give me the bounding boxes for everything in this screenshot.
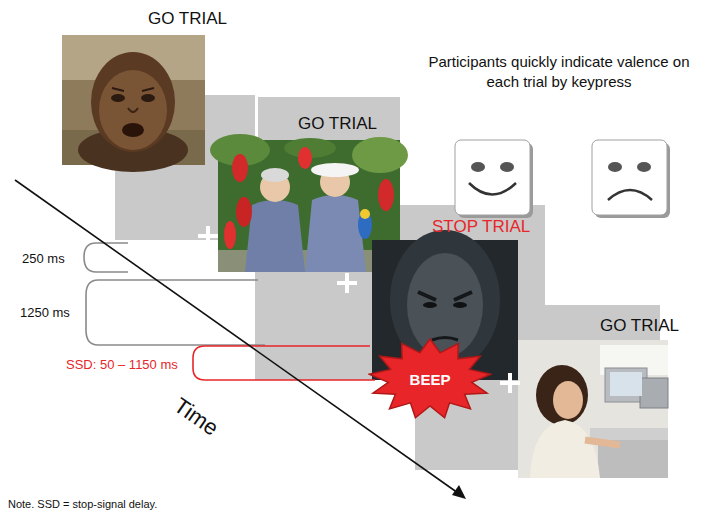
stop-signal-burst: BEEP — [368, 338, 492, 420]
trial-heading: STOP TRIAL — [432, 217, 530, 237]
photo-crying-child — [62, 35, 205, 172]
timing-label: SSD: 50 – 1150 ms — [66, 356, 178, 374]
trial-panel: GO TRIAL — [218, 140, 400, 272]
fixation-crosses — [198, 226, 520, 393]
axis-label: Time — [168, 391, 225, 443]
time-arrow — [15, 180, 466, 499]
figure-note: Note. SSD = stop-signal delay. — [8, 497, 157, 511]
timing-label: 250 ms — [22, 250, 65, 268]
trial-panel: GO TRIAL — [62, 35, 205, 165]
trial-heading: GO TRIAL — [600, 316, 679, 336]
signal-label: BEEP — [410, 371, 451, 388]
photo-girl-computer — [518, 340, 668, 478]
burst-shape — [369, 339, 490, 418]
instruction-text: Participants quickly indicate valence on… — [428, 52, 690, 92]
trial-panel: GO TRIAL — [518, 340, 668, 478]
trial-heading: GO TRIAL — [148, 9, 227, 29]
trial-heading: GO TRIAL — [298, 114, 377, 134]
timing-label: 1250 ms — [20, 304, 70, 322]
response-keys — [455, 140, 670, 218]
